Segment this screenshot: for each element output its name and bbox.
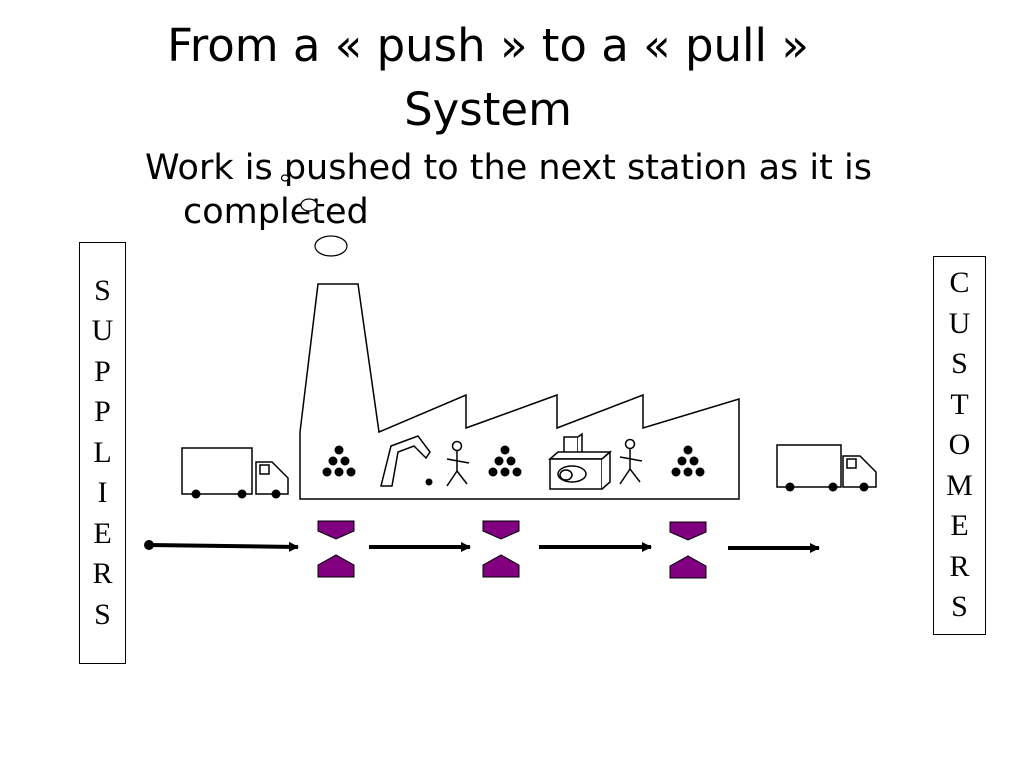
truck-icon bbox=[181, 447, 289, 499]
vertical-letter: P bbox=[94, 354, 111, 388]
slide-title: From a « push » to a « pull » System bbox=[167, 19, 809, 136]
customers-box: CUSTOMERSCUSTOMERS bbox=[933, 256, 986, 635]
vertical-letter: L bbox=[93, 435, 112, 469]
vertical-letter: C bbox=[949, 266, 970, 300]
vertical-letter: S bbox=[951, 590, 968, 624]
arrow-icon bbox=[144, 540, 299, 552]
vertical-letter: S bbox=[94, 273, 111, 307]
machine-icon bbox=[548, 432, 612, 490]
robot-arm-icon bbox=[380, 435, 433, 487]
vertical-letter: P bbox=[94, 395, 111, 429]
vertical-letter: S bbox=[951, 347, 968, 381]
vertical-letter: R bbox=[949, 549, 970, 583]
vertical-letter: U bbox=[948, 306, 971, 340]
kanban-icon bbox=[669, 521, 707, 579]
vertical-letter: M bbox=[946, 468, 973, 502]
vertical-letter: U bbox=[91, 314, 114, 348]
bullet-text: Work is pushed to the next station as it… bbox=[145, 148, 872, 232]
vertical-letter: T bbox=[950, 387, 969, 421]
vertical-letter: I bbox=[97, 476, 108, 510]
truck-icon bbox=[776, 444, 877, 492]
vertical-letter: O bbox=[948, 428, 971, 462]
suppliers-box: SUPPLIERSSUPPLIERS bbox=[79, 242, 126, 664]
smoke-icon bbox=[280, 174, 348, 257]
kanban-icon bbox=[482, 520, 520, 578]
kanban-icon bbox=[317, 520, 355, 578]
vertical-letter: E bbox=[950, 509, 969, 543]
vertical-letter: E bbox=[93, 516, 112, 550]
vertical-letter: R bbox=[92, 557, 113, 591]
factory-icon bbox=[299, 283, 740, 500]
vertical-letter: S bbox=[94, 597, 111, 631]
